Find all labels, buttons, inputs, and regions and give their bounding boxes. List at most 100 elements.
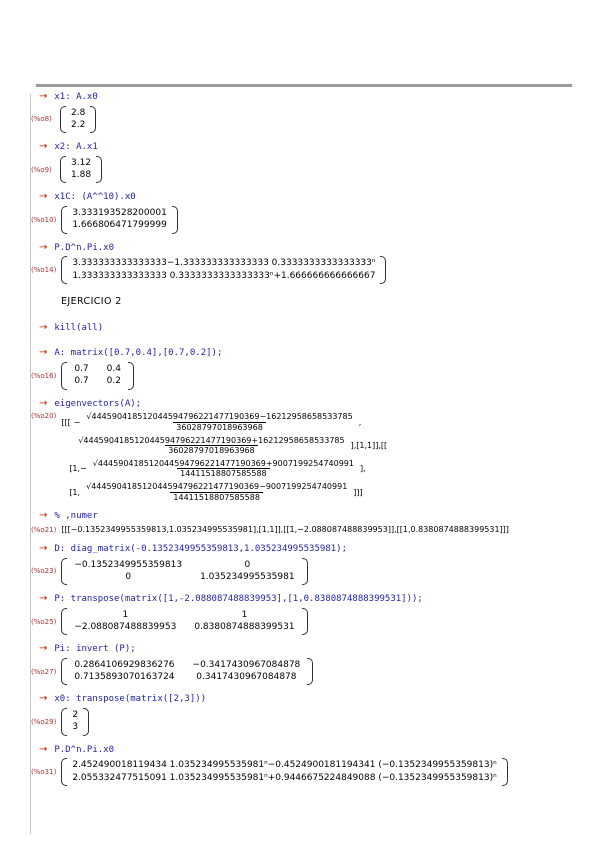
output-matrix: 3.12 1.88 [60,155,103,184]
input-line: → kill(all) [31,321,592,335]
input-line: → P.D^n.Pi.x0 [31,743,592,757]
input-code[interactable]: P.D^n.Pi.x0 [54,242,114,253]
matrix-row: 2 [72,710,79,721]
input-prompt-arrow: → [39,141,48,153]
cell-bracket-line [30,94,31,834]
output-label: (%o9) [31,165,52,174]
eigenvectors-output: [[[ − √444590418512044594796221477190369… [61,412,387,502]
right-paren [83,708,90,736]
input-prompt-arrow: → [39,241,48,253]
right-paren [380,256,387,284]
matrix-row: 1.333333333333333 0.3333333333333333ⁿ+1.… [72,270,376,281]
left-paren [61,708,68,736]
output-matrix: 3.333333333333333−1.333333333333333 0.33… [61,256,387,284]
eigen-line: [[[ − √444590418512044594796221477190369… [61,412,387,431]
input-prompt-arrow: → [39,321,48,333]
matrix-entry: 1.035234995535981 [200,571,295,582]
fraction-numerator: √444590418512044594796221477190369−90071… [86,482,348,492]
fraction: √444590418512044594796221477190369−16212… [83,412,355,431]
matrix-entry: 0.2 [106,376,121,387]
matrix-entry: −0.3417430967084878 [192,659,301,670]
matrix-row: 1.666806471799999 [72,220,167,231]
left-paren [61,256,68,284]
input-code[interactable]: eigenvectors(A); [54,398,142,409]
input-line: → P.D^n.Pi.x0 [31,241,592,255]
maxima-cell: → x1: A.x0 (%o8) 2.8 2.2 [31,92,592,134]
bracket-text: ], [359,464,366,474]
matrix-row: 2.055332477515091 1.035234995535981ⁿ+0.9… [72,772,497,783]
output-matrix: 1 1 −2.088087488839953 0.838087488839953… [61,607,308,636]
input-code[interactable]: kill(all) [54,322,104,333]
worksheet-content: → x1: A.x0 (%o8) 2.8 2.2 → x2: A.x1 [31,92,592,795]
input-prompt-arrow: → [39,643,48,655]
input-code[interactable]: x0: transpose(matrix([2,3])) [54,694,207,705]
input-line: → Pi: invert (P); [31,644,592,656]
matrix-entry: 0.4 [106,364,121,375]
input-line: → eigenvectors(A); [31,397,592,411]
output-matrix: 2.452490018119434 1.035234995535981ⁿ−0.4… [61,758,508,786]
input-prompt-arrow: → [39,91,48,102]
output-label: (%o27) [31,667,57,676]
minus-sign: − [73,417,81,427]
right-paren [127,362,134,390]
maxima-cell: → eigenvectors(A); (%o20) [[[ − √4445904… [31,397,592,502]
text-cell-section-title: EJERCICIO 2 [61,295,122,307]
input-code[interactable]: A: matrix([0.7,0.4],[0.7,0.2]); [54,348,223,359]
output-matrix: 0.7 0.4 0.7 0.2 [61,362,134,390]
matrix-rows: 3.333193528200001 1.666806471799999 [67,206,171,234]
right-paren [90,105,97,134]
input-prompt-arrow: → [39,347,48,359]
input-line: → x0: transpose(matrix([2,3])) [31,694,592,706]
fraction: √444590418512044594796221477190369+16212… [75,436,347,455]
input-line: → x1C: (A^^10).x0 [31,192,592,204]
matrix-entry: 0.7 [74,376,89,387]
output-line: (%o25) 1 1 −2.088087488839953 0.83808748… [31,607,592,636]
output-label: (%o20) [31,412,57,421]
input-code[interactable]: Pi: invert (P); [54,644,136,655]
maxima-cell: → kill(all) [31,321,592,335]
matrix-rows: 0.7 0.4 0.7 0.2 [67,362,128,390]
matrix-entry: 0.7 [74,364,89,375]
bracket-text: ],[1,1]],[[ [350,440,388,450]
output-matrix: 2.8 2.2 [60,105,97,134]
input-code[interactable]: % ,numer [54,510,98,521]
input-code[interactable]: P.D^n.Pi.x0 [54,744,114,755]
matrix-row: 2.8 [71,107,86,118]
right-paren [301,557,308,586]
output-label: (%o23) [31,567,57,576]
input-prompt-arrow: → [39,509,48,521]
matrix-rows: 2.452490018119434 1.035234995535981ⁿ−0.4… [67,758,501,786]
fraction-numerator: √444590418512044594796221477190369+90071… [92,459,354,469]
input-line: → x1: A.x0 [31,92,592,104]
output-label: (%o29) [31,717,57,726]
input-prompt-arrow: → [39,542,48,554]
output-line: (%o29) 2 3 [31,708,592,736]
page-separator-line [36,84,572,87]
input-prompt-arrow: → [39,191,48,203]
matrix-row: 3 [72,722,79,733]
input-code[interactable]: D: diag_matrix(-0.1352349955359813,1.035… [54,543,347,554]
numeric-output: [[[−0.1352349955359813,1.035234995535981… [61,524,509,534]
fraction: √444590418512044594796221477190369+90071… [90,459,357,478]
matrix-row: 3.333333333333333−1.333333333333333 0.33… [72,258,376,269]
left-paren [61,206,68,234]
output-label: (%o21) [31,525,57,534]
input-code[interactable]: x1: A.x0 [54,92,98,102]
input-code[interactable]: x1C: (A^^10).x0 [54,192,136,203]
matrix-row: 3.333193528200001 [72,208,167,219]
output-label: (%o10) [31,215,57,224]
output-line: (%o21) [[[−0.1352349955359813,1.03523499… [31,525,592,535]
input-line: → x2: A.x1 [31,142,592,154]
input-code[interactable]: P: transpose(matrix([1,-2.08808748883995… [54,594,423,605]
bracket-text: [[[ [61,417,71,427]
maxima-cell: → x1C: (A^^10).x0 (%o10) 3.3331935282000… [31,192,592,234]
input-prompt-arrow: → [39,397,48,409]
matrix-entry: 0.3417430967084878 [196,672,297,683]
output-label: (%o8) [31,115,52,124]
output-matrix: 3.333193528200001 1.666806471799999 [61,206,178,234]
input-code[interactable]: x2: A.x1 [54,142,98,153]
input-prompt-arrow: → [39,743,48,755]
matrix-rows: 3.12 1.88 [66,156,96,184]
maxima-cell: → P.D^n.Pi.x0 (%o14) 3.333333333333333−1… [31,241,592,284]
